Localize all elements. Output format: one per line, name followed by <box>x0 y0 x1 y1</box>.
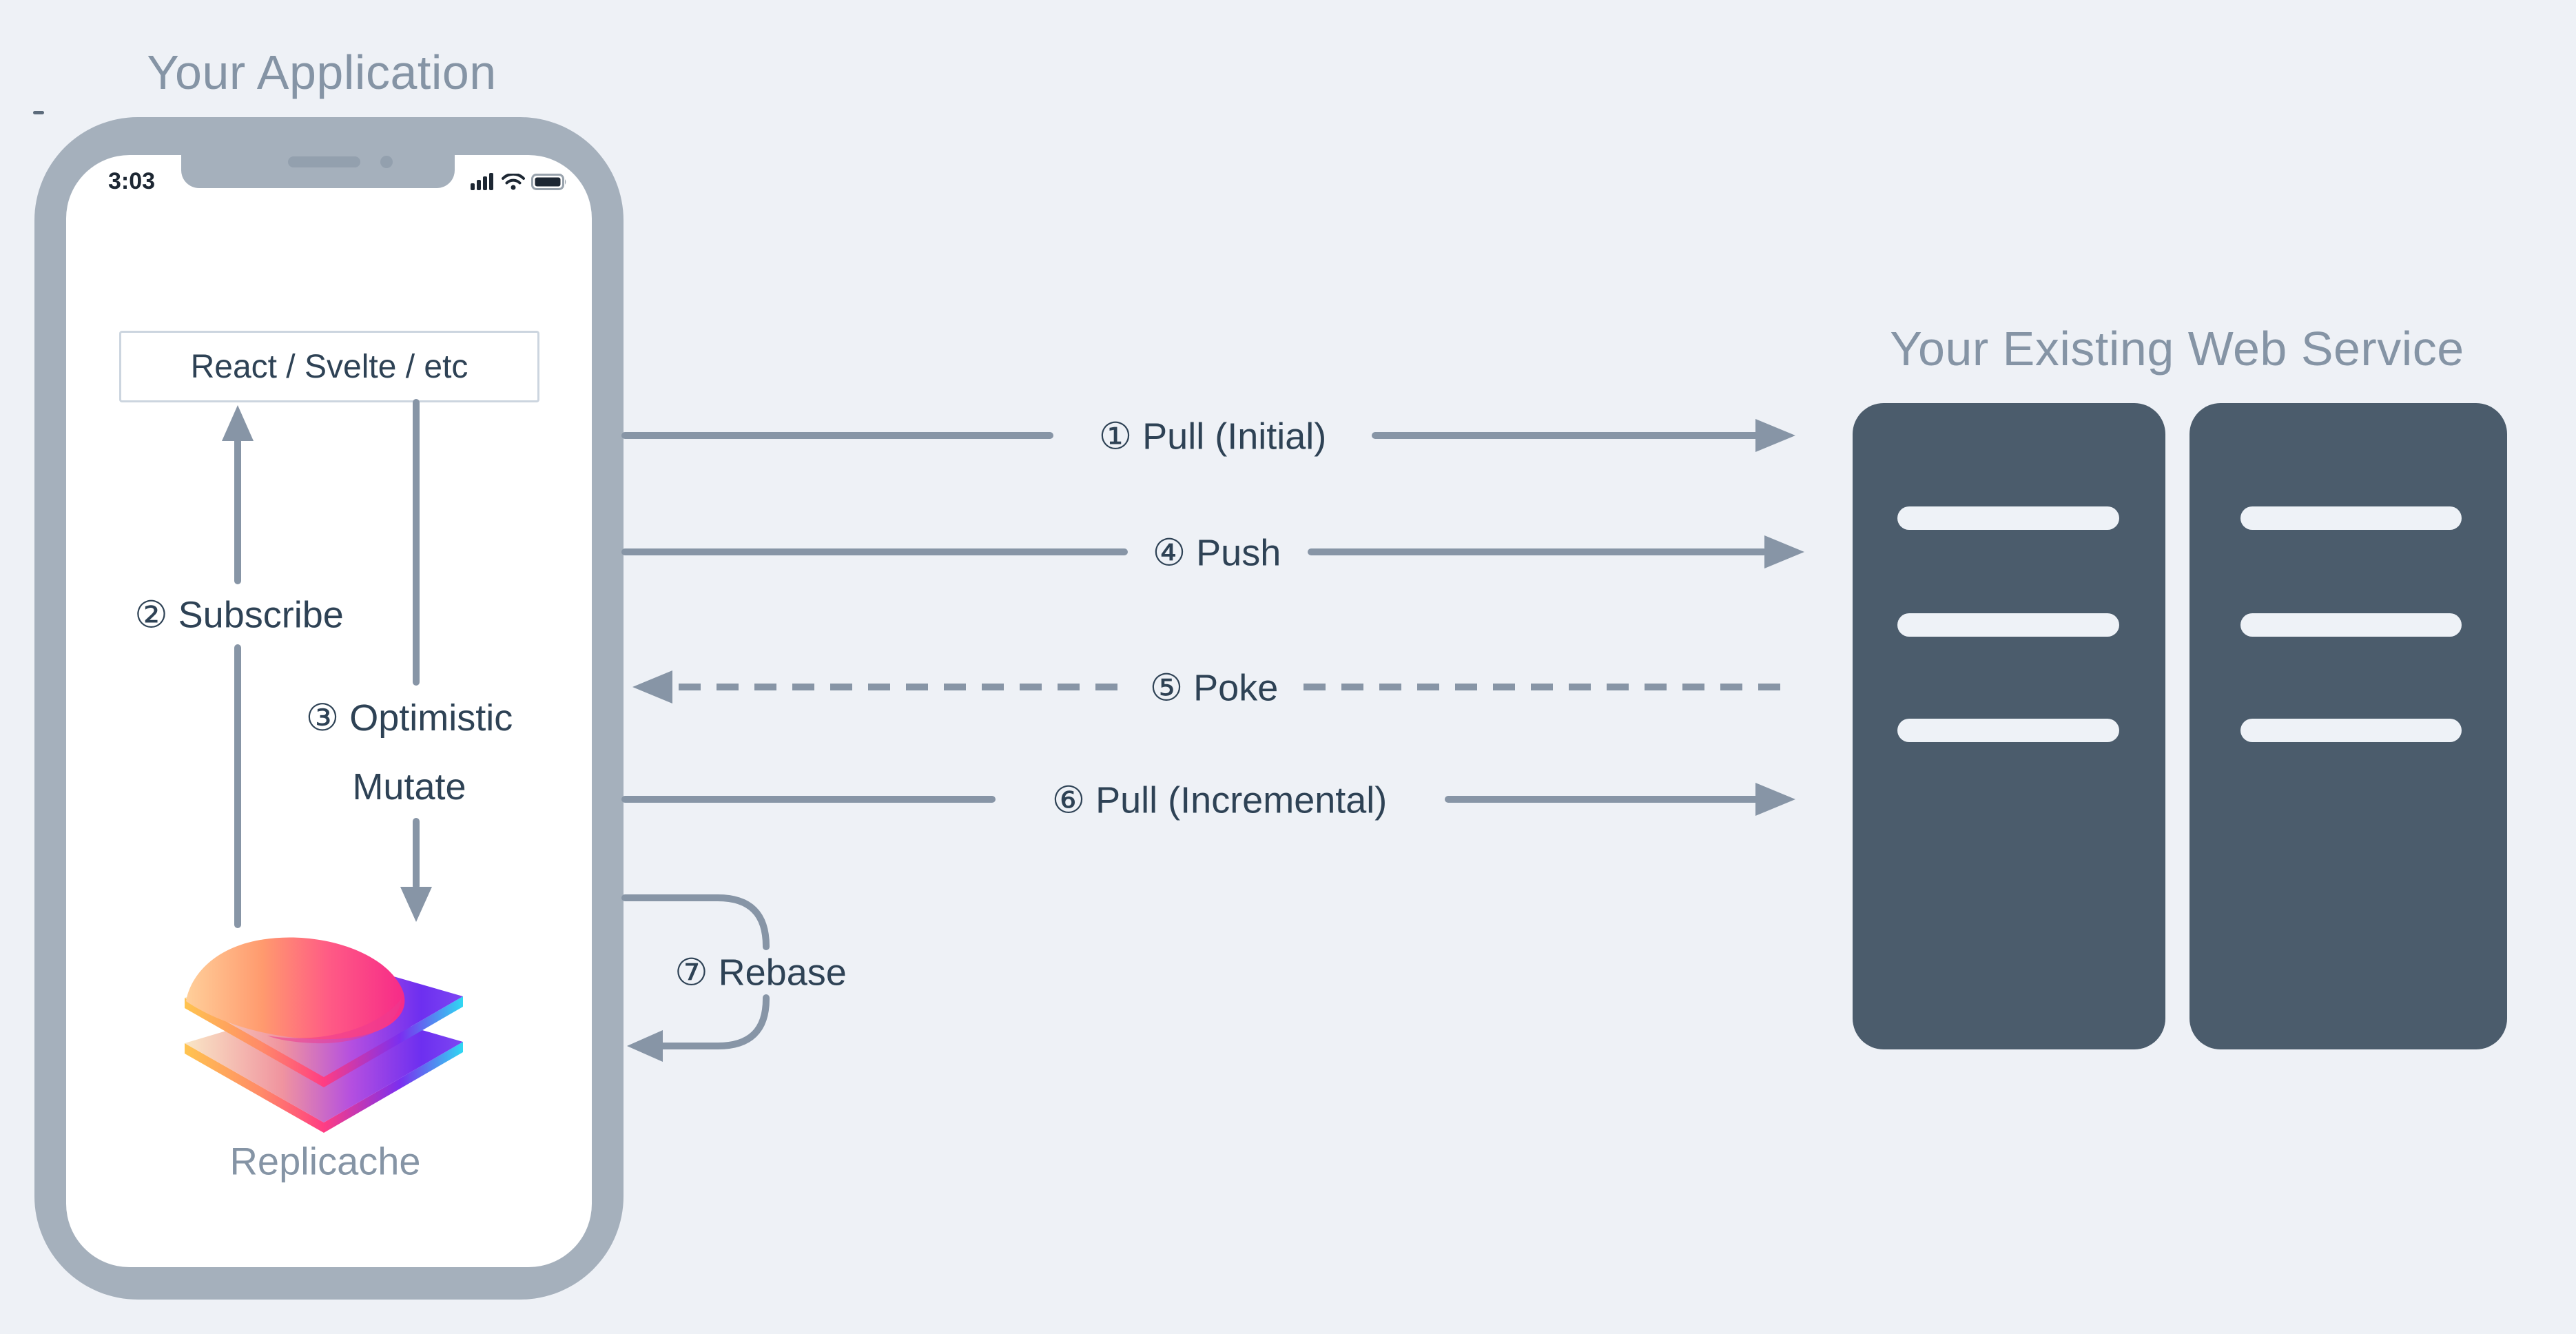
speaker-icon <box>288 156 360 167</box>
server-slot <box>1897 613 2119 637</box>
mutate-arrowhead <box>400 887 432 922</box>
label-subscribe: ② Subscribe <box>134 594 344 636</box>
server-slot <box>2240 506 2462 530</box>
battery-icon <box>531 174 567 190</box>
server-left <box>1853 403 2165 1049</box>
framework-box: React / Svelte / etc <box>119 331 539 402</box>
rebase-loop-line <box>621 894 770 950</box>
phone-notch <box>181 155 455 188</box>
application-title: Your Application <box>147 45 497 99</box>
screen-artifact-dash <box>33 111 44 114</box>
wifi-icon <box>502 174 525 190</box>
server-right <box>2189 403 2507 1049</box>
status-time: 3:03 <box>107 168 156 194</box>
server-slot <box>2240 719 2462 742</box>
label-optimistic-mutate: ③ Optimistic Mutate <box>305 697 513 808</box>
subscribe-arrowhead <box>222 405 254 441</box>
label-pull-initial: ① Pull (Initial) <box>1098 415 1327 458</box>
poke-arrowhead <box>632 670 672 704</box>
server-slot <box>1897 506 2119 530</box>
server-slot <box>2240 613 2462 637</box>
pull-initial-arrowhead <box>1755 419 1795 452</box>
replicache-logo-label: Replicache <box>229 1139 421 1183</box>
push-arrowhead <box>1764 535 1804 568</box>
label-pull-incremental: ⑥ Pull (Incremental) <box>1051 779 1388 821</box>
label-rebase: ⑦ Rebase <box>674 952 847 994</box>
camera-icon <box>380 156 393 168</box>
pull-incremental-arrowhead <box>1755 783 1795 816</box>
replicache-logo <box>185 936 467 1137</box>
status-icons <box>471 172 567 190</box>
rebase-arrowhead <box>627 1030 663 1062</box>
label-push: ④ Push <box>1152 532 1281 574</box>
server-slot <box>1897 719 2119 742</box>
web-service-title: Your Existing Web Service <box>1890 322 2464 376</box>
label-poke: ⑤ Poke <box>1149 667 1279 709</box>
signal-icon <box>471 173 495 190</box>
